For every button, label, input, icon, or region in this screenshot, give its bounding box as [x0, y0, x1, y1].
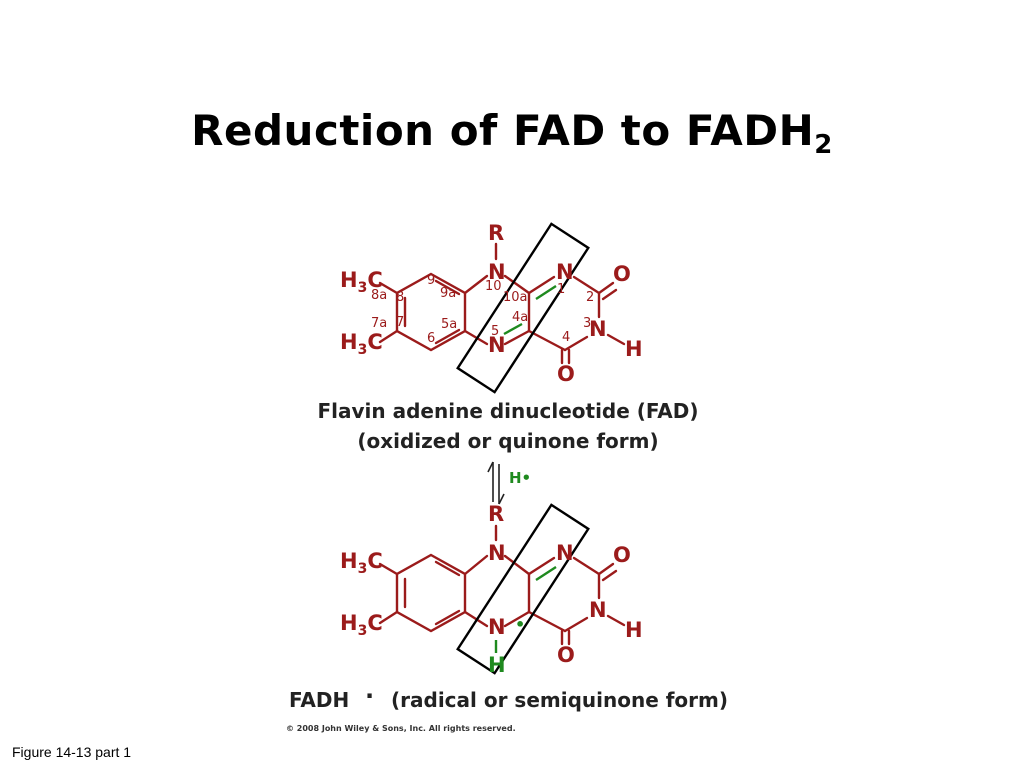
title-subscript: 2: [814, 130, 833, 160]
fad-ring-numbers: 9 9a 10 8a 8 10a 1 2 4a 7a 7 5a 3 6 5 4: [371, 273, 594, 346]
fadh-methyl-bottom-h: H: [340, 611, 358, 635]
ring-number: 1: [557, 282, 565, 297]
fad-methyl-bottom-c: C: [367, 330, 382, 354]
fad-atom-n1: N: [556, 260, 574, 284]
fad-caption-form: (oxidized or quinone form): [357, 429, 658, 453]
fad-green-bonds: [503, 284, 557, 336]
ring-number: 7: [396, 315, 404, 330]
fad-atom-o2: O: [613, 262, 631, 286]
fadh-highlight-box: [456, 503, 590, 675]
fad-atom-o4: O: [557, 362, 575, 386]
ring-number: 4: [562, 330, 570, 345]
fad-caption-name: Flavin adenine dinucleotide (FAD): [318, 399, 699, 423]
figure-label: Figure 14-13 part 1: [12, 744, 132, 760]
fad-bonds: [378, 242, 626, 365]
fadh-methyl-top-h: H: [340, 549, 358, 573]
fadh-caption-dot: ·: [365, 682, 374, 710]
fadh-atom-n10: N: [488, 541, 506, 565]
fadh-methyl-top-sub: 3: [358, 561, 368, 577]
fadh-methyl-top: H3C: [340, 549, 383, 577]
fadh-atom-n5: N: [488, 615, 506, 639]
ring-number: 7a: [371, 316, 387, 331]
slide-title: Reduction of FAD to FADH2: [0, 106, 1024, 160]
fadh-caption-form: (radical or semiquinone form): [391, 688, 728, 712]
title-main: Reduction of FAD to FADH: [191, 106, 815, 155]
fadh-radical-dot: •: [515, 615, 525, 634]
fad-methyl-bottom: H3C: [340, 330, 383, 358]
fad-atom-n3: N: [589, 317, 607, 341]
fadh-atom-h3: H: [625, 618, 643, 642]
ring-number: 10a: [503, 290, 528, 305]
fadh-atom-o4: O: [557, 643, 575, 667]
fadh-methyl-top-c: C: [367, 549, 382, 573]
fadh-bonds: [378, 524, 626, 646]
ring-number: 5: [491, 324, 499, 339]
fad-methyl-bottom-h: H: [340, 330, 358, 354]
fadh-atom-r: R: [488, 502, 504, 526]
fadh-atom-n1: N: [556, 541, 574, 565]
ring-number: 2: [586, 290, 594, 305]
fadh-green-bonds: [494, 565, 557, 653]
fad-highlight-box: [456, 222, 590, 394]
fad-methyl-bottom-sub: 3: [358, 342, 368, 358]
fadh-methyl-bottom-c: C: [367, 611, 382, 635]
fad-atom-h3: H: [625, 337, 643, 361]
fadh-atom-n3: N: [589, 598, 607, 622]
fad-atom-n5: N: [488, 333, 506, 357]
fadh-caption-name: FADH: [289, 688, 349, 712]
fad-methyl-top-h: H: [340, 268, 358, 292]
ring-number: 3: [583, 316, 591, 331]
copyright-notice: © 2008 John Wiley & Sons, Inc. All right…: [286, 724, 516, 733]
ring-number: 9: [427, 273, 435, 288]
reagent-h-radical: H•: [509, 469, 531, 487]
fad-methyl-top-sub: 3: [358, 280, 368, 296]
fad-methyl-top-c: C: [367, 268, 382, 292]
ring-number: 8: [396, 290, 404, 305]
fad-structure: R N N O N H O N H3C H3C 9 9a 10 8a 8 10a…: [318, 221, 699, 453]
fadh-methyl-bottom: H3C: [340, 611, 383, 639]
fad-atom-r: R: [488, 221, 504, 245]
fad-atom-n10: N: [488, 260, 506, 284]
fadh-methyl-bottom-sub: 3: [358, 623, 368, 639]
fadh-atom-h5: H: [488, 653, 506, 677]
ring-number: 9a: [440, 286, 456, 301]
ring-number: 8a: [371, 288, 387, 303]
equilibrium-arrow: [487, 461, 505, 505]
fadh-structure: R N N O N H O N H • H3C H3C FADH · (radi…: [289, 502, 728, 712]
fadh-atom-o2: O: [613, 543, 631, 567]
ring-number: 6: [427, 331, 435, 346]
ring-number: 5a: [441, 317, 457, 332]
ring-number: 4a: [512, 310, 528, 325]
fad-methyl-top: H3C: [340, 268, 383, 296]
ring-number: 10: [485, 279, 502, 294]
